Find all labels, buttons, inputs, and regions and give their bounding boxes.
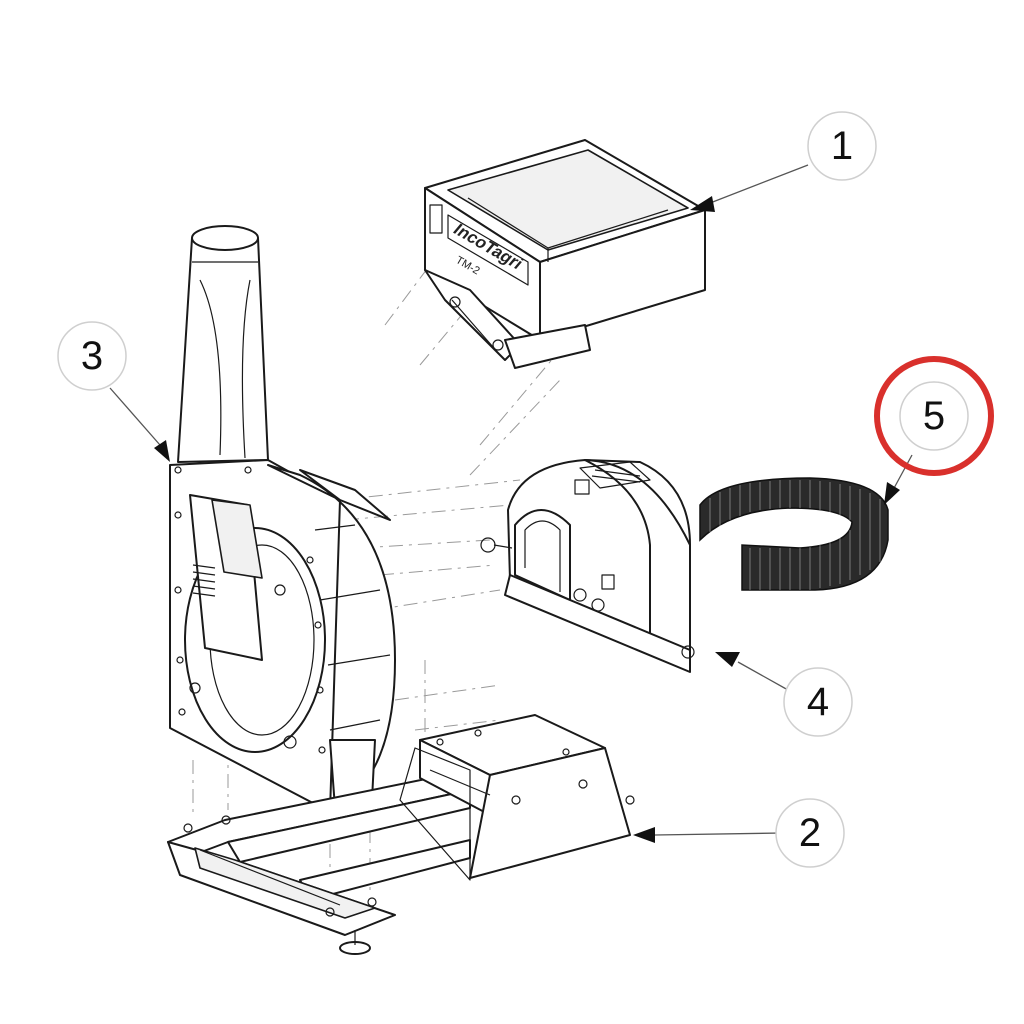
- warning-decal: [601, 574, 615, 590]
- callout-1-number: 1: [831, 124, 853, 168]
- hopper-part-1: IncoTagri TM-2: [424, 139, 706, 369]
- callout-5-number: 5: [923, 394, 945, 438]
- base-bolts: [183, 729, 635, 917]
- assembly-guide-lines: [192, 264, 561, 905]
- callout-4-number: 4: [807, 680, 829, 724]
- screen-band-mesh-lines: [709, 480, 881, 590]
- cover-guard-part-4: [480, 459, 695, 673]
- callout-3-number: 3: [81, 334, 103, 378]
- callout-3: 3: [57, 321, 127, 391]
- base-frame-part-2: [167, 714, 635, 955]
- callout-4: 4: [783, 667, 853, 737]
- leader-lines: [109, 164, 913, 843]
- callout-1: 1: [807, 111, 877, 181]
- mill-housing-part-3: [169, 225, 396, 813]
- housing-bolts: [174, 466, 326, 754]
- callout-2: 2: [775, 798, 845, 868]
- highlight-ring: [874, 356, 994, 476]
- screen-band-part-5: [699, 477, 889, 591]
- hopper-window: [429, 204, 443, 234]
- callout-5: 5: [899, 381, 969, 451]
- callout-2-number: 2: [799, 811, 821, 855]
- housing-label: [192, 564, 216, 597]
